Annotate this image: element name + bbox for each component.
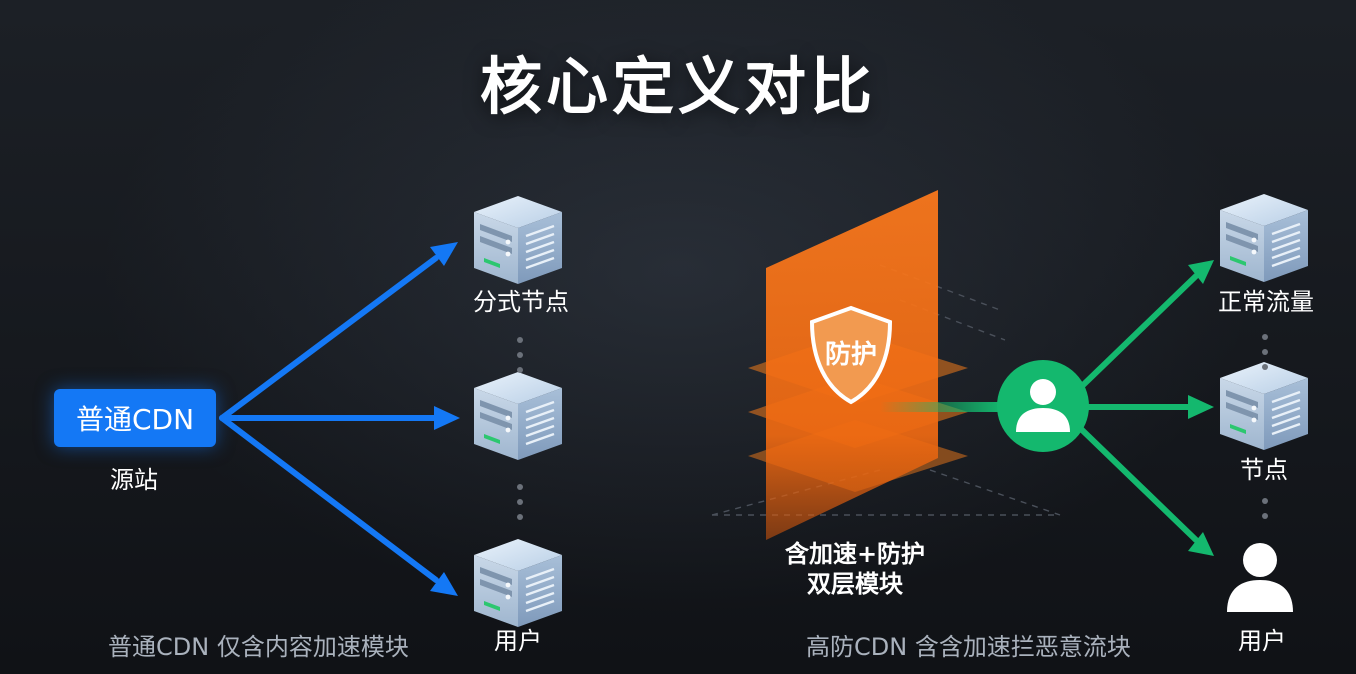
- right-arrows: [1077, 273, 1199, 543]
- left-dots-lower: [517, 484, 523, 529]
- left-node-label-bottom: 用户: [494, 627, 542, 655]
- module-label-line2: 双层模块: [807, 570, 903, 598]
- shield-icon: [809, 305, 893, 405]
- left-arrows: [219, 255, 439, 583]
- arrow-to-bottom-node: [219, 415, 439, 583]
- shield-label: 防护: [824, 340, 878, 370]
- right-dots-lower: [1262, 498, 1268, 528]
- right-arrowheads: [1188, 260, 1214, 556]
- server-icon-left-top: [472, 194, 564, 286]
- left-caption: 普通CDN 仅含内容加速模块: [108, 633, 409, 661]
- arrowhead-top: [430, 242, 458, 266]
- server-icon-left-middle: [472, 370, 564, 462]
- right-dots-upper: [1262, 334, 1268, 379]
- left-arrowheads: [430, 242, 460, 596]
- green-beam: [880, 402, 1002, 412]
- right-node-label-top: 正常流量: [1218, 288, 1314, 316]
- server-icon-right-top: [1218, 192, 1310, 284]
- left-node-label-top: 分式节点: [473, 288, 569, 316]
- module-label-line1: 含加速+防护: [784, 540, 926, 568]
- origin-cdn-box: 普通CDN: [54, 389, 216, 447]
- server-icon-left-bottom: [472, 537, 564, 629]
- arrow-to-top-node: [219, 255, 439, 421]
- right-caption: 高防CDN 含含加速拦恶意流块: [806, 633, 1131, 661]
- page-title: 核心定义对比: [479, 50, 876, 123]
- arrowhead-middle: [434, 406, 460, 430]
- right-node-label-middle: 节点: [1240, 456, 1288, 484]
- user-icon: [1227, 543, 1293, 612]
- arrow-to-normal-traffic: [1077, 273, 1199, 391]
- left-dots-upper: [517, 337, 523, 382]
- user-hub-icon: [997, 360, 1089, 452]
- origin-label: 源站: [110, 466, 158, 494]
- arrowhead-bottom: [430, 572, 458, 596]
- right-node-label-bottom: 用户: [1238, 627, 1286, 655]
- arrow-to-user: [1077, 425, 1199, 543]
